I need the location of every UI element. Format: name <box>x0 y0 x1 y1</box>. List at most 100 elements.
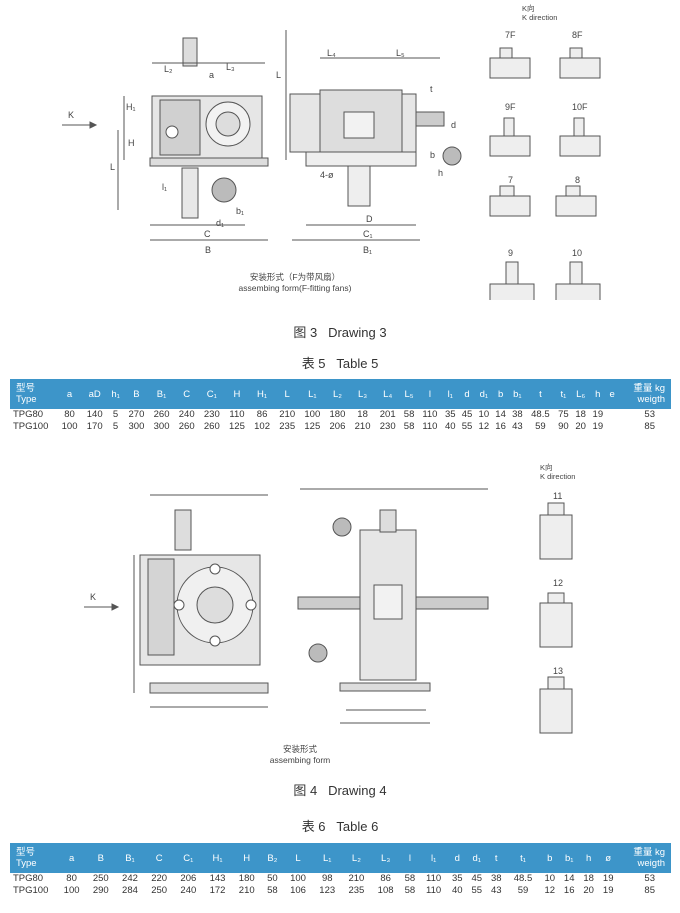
cell: 210 <box>348 873 365 884</box>
cell: 230 <box>379 421 396 432</box>
cell: 43 <box>512 421 523 432</box>
cell: 260 <box>178 421 195 432</box>
cell: 270 <box>128 409 145 420</box>
k-direction-en-4: K direction <box>540 472 576 481</box>
variant-8: 8 <box>575 175 580 185</box>
drawing-4-assembly-note: 安装形式 assembing form <box>240 744 360 766</box>
cell: 45 <box>461 409 473 420</box>
table-5-col: C₁ <box>199 379 225 409</box>
table-6-col: ø <box>598 843 618 873</box>
cell: 45 <box>471 873 483 884</box>
table-5-col: B₁ <box>149 379 175 409</box>
table-6-col: d₁ <box>467 843 487 873</box>
dim-C1: C₁ <box>363 229 373 239</box>
k-label-4: K <box>90 592 96 602</box>
cell: 201 <box>379 409 396 420</box>
caption-cn: 图 3 <box>293 325 318 340</box>
table-6-col: L₃ <box>371 843 401 873</box>
variant-9F: 9F <box>505 102 516 112</box>
table-6-col: C <box>144 843 174 873</box>
table-5-header-row: 型号 Type a aD h₁ B B₁ C C₁ H H₁ L L₁ L₂ L… <box>10 379 671 409</box>
k-direction-cn-4: K向 <box>540 463 553 472</box>
cell: 19 <box>592 421 604 432</box>
cell: 86 <box>380 873 391 884</box>
cell: 18 <box>575 409 586 420</box>
drawing-3-figure: K L₂ a L₃ L H₁ H L l₁ b₁ d₁ L₄ L₅ C B 4-… <box>0 0 680 305</box>
dim-h: h <box>438 168 443 178</box>
table-5-col: L₂ <box>324 379 351 409</box>
cell: 240 <box>178 409 195 420</box>
cell: 170 <box>86 421 103 432</box>
table-5-col: L₄ <box>375 379 401 409</box>
table-6-col: a <box>57 843 87 873</box>
table-5-col: h₁ <box>107 379 124 409</box>
cell: 40 <box>445 421 456 432</box>
variant-10: 10 <box>572 248 582 258</box>
cell: 143 <box>209 873 226 884</box>
cell: 180 <box>238 873 255 884</box>
cell: 14 <box>563 873 575 884</box>
cell: 38 <box>512 409 523 420</box>
table-row: TPG100 100 290 284 250 240 172 210 58 10… <box>10 885 671 897</box>
cell: 100 <box>304 409 321 420</box>
cell: 108 <box>377 885 394 896</box>
cell: 110 <box>426 873 442 884</box>
k-direction-en: K direction <box>522 13 558 22</box>
caption-cn-4: 图 4 <box>293 783 318 798</box>
dim-L4: L₄ <box>327 48 336 58</box>
row-type: TPG100 <box>13 885 49 896</box>
table-5-col: aD <box>82 379 108 409</box>
dim-a: a <box>209 70 214 80</box>
cell: 35 <box>445 409 456 420</box>
table-5-title-cn: 表 5 <box>301 356 326 371</box>
k-label: K <box>68 110 74 120</box>
drawing-3-k-direction: K向 K direction <box>522 4 557 22</box>
cell: 10 <box>478 409 490 420</box>
type-cn: 型号 <box>16 383 36 394</box>
table-5-header-type: 型号 Type <box>10 379 57 409</box>
cell <box>606 421 618 433</box>
table-6-title-en: Table 6 <box>336 819 379 834</box>
row-weight: 53 <box>644 409 655 420</box>
assembly-cn-4: 安装形式 <box>282 744 317 754</box>
cell: 110 <box>426 885 442 896</box>
cell: 284 <box>122 885 138 896</box>
cell: 35 <box>452 873 463 884</box>
table-6-title: 表 6 Table 6 <box>0 816 680 835</box>
table-5-col: L₅ <box>400 379 418 409</box>
table-6-header-type: 型号 Type <box>10 843 57 873</box>
table-5-title-en: Table 5 <box>336 356 379 371</box>
cell: 235 <box>348 885 365 896</box>
caption-en: Drawing 3 <box>328 325 387 340</box>
type-en: Type <box>16 858 37 869</box>
table-6-col: t₁ <box>505 843 541 873</box>
drawing-4-k-direction: K向 K direction <box>540 463 575 481</box>
cell: 12 <box>544 885 556 896</box>
dim-L: L <box>276 70 281 80</box>
cell: 180 <box>329 409 346 420</box>
cell: 59 <box>535 421 546 432</box>
table-6-col: l₁ <box>419 843 448 873</box>
cell: 14 <box>495 409 506 420</box>
dim-L-left: L <box>110 162 115 172</box>
cell: 18 <box>357 409 368 420</box>
row-type: TPG80 <box>13 873 44 884</box>
cell: 102 <box>254 421 270 432</box>
variant-7: 7 <box>508 175 513 185</box>
cell: 125 <box>304 421 321 432</box>
table-5-col: b₁ <box>508 379 526 409</box>
table-6-header-weight: 重量 kg weigth <box>618 843 671 873</box>
cell: 43 <box>490 885 502 896</box>
dim-4-phi: 4-ø <box>320 170 334 180</box>
table-6-title-cn: 表 6 <box>301 819 326 834</box>
row-type: TPG80 <box>13 409 44 420</box>
table-5-col: a <box>57 379 83 409</box>
table-6-col: B₂ <box>261 843 284 873</box>
table-5-col: L₆ <box>571 379 590 409</box>
cell: 16 <box>563 885 575 896</box>
cell <box>606 409 618 421</box>
cell: 206 <box>329 421 346 432</box>
cell: 206 <box>180 873 197 884</box>
dim-H: H <box>128 138 135 148</box>
cell: 125 <box>229 421 245 432</box>
